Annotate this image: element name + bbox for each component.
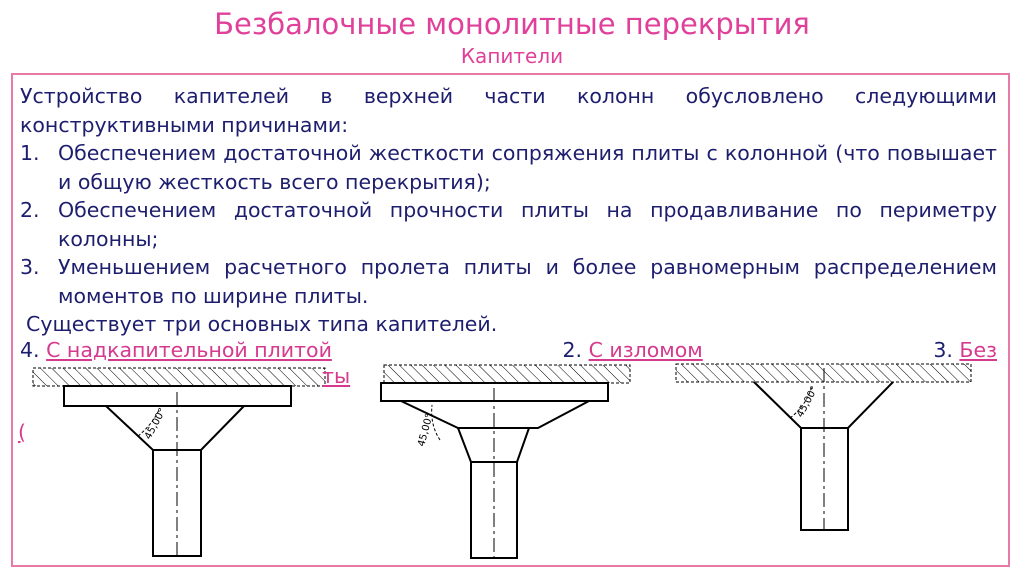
angle-label-1: 45,00° [143,407,169,442]
capital-types-row: 4. С надкапительной плитой 2. С изломом … [20,336,997,364]
overflow-text-fragment: ( [18,420,26,444]
angle-arc-1 [137,407,161,437]
type-number: 3. [933,338,953,362]
text-block: Устройство капителей в верхней части кол… [20,82,997,339]
angle-label-3: 45,00° [795,385,821,420]
type-item: 2. С изломом [562,336,702,364]
reasons-list: 1. Обеспечением достаточной жесткости со… [20,139,997,310]
reason-text: Обеспечением достаточной жесткости сопря… [58,141,997,194]
intro-line-2: конструктивными причинами: [20,112,349,137]
overflow-text-fragment: ты [322,364,351,388]
reason-item: 3. Уменьшением расчетного пролета плиты … [20,253,997,310]
capital-without-slab [675,363,972,531]
reason-number: 1. [20,141,40,165]
angle-label-2: 45,00° [416,412,435,447]
type-link-broken[interactable]: С изломом [588,338,703,362]
capital-with-slab [32,367,326,557]
floor-slab-hatch-2 [383,364,631,384]
reason-text: Обеспечением достаточной прочности плиты… [58,198,997,251]
page-subtitle: Капители [460,44,564,68]
intro-line-1: Устройство капителей в верхней части кол… [20,84,997,108]
capital-upper-break [400,400,590,429]
type-item: 4. С надкапительной плитой [20,336,332,364]
type-item: 3. Без [933,336,997,364]
type-link-with-slab[interactable]: С надкапительной плитой [46,338,332,362]
angle-arc-2 [431,404,441,441]
types-intro: Существует три основных типа капителей. [26,312,498,336]
reason-number: 3. [20,255,40,279]
reason-text: Уменьшением расчетного пролета плиты и б… [58,255,997,308]
capital-cone-1 [105,405,245,451]
capital-broken [380,364,631,559]
content-frame [11,73,1010,567]
reason-item: 2. Обеспечением достаточной прочности пл… [20,196,997,253]
type-number: 2. [562,338,583,362]
type-number: 4. [20,338,40,362]
angle-arc-3 [789,385,813,419]
reason-item: 1. Обеспечением достаточной жесткости со… [20,139,997,196]
reason-number: 2. [20,198,40,222]
type-link-without[interactable]: Без [959,338,997,362]
page-title: Безбалочные монолитные перекрытия [214,7,810,41]
floor-slab-hatch-1 [32,367,326,387]
